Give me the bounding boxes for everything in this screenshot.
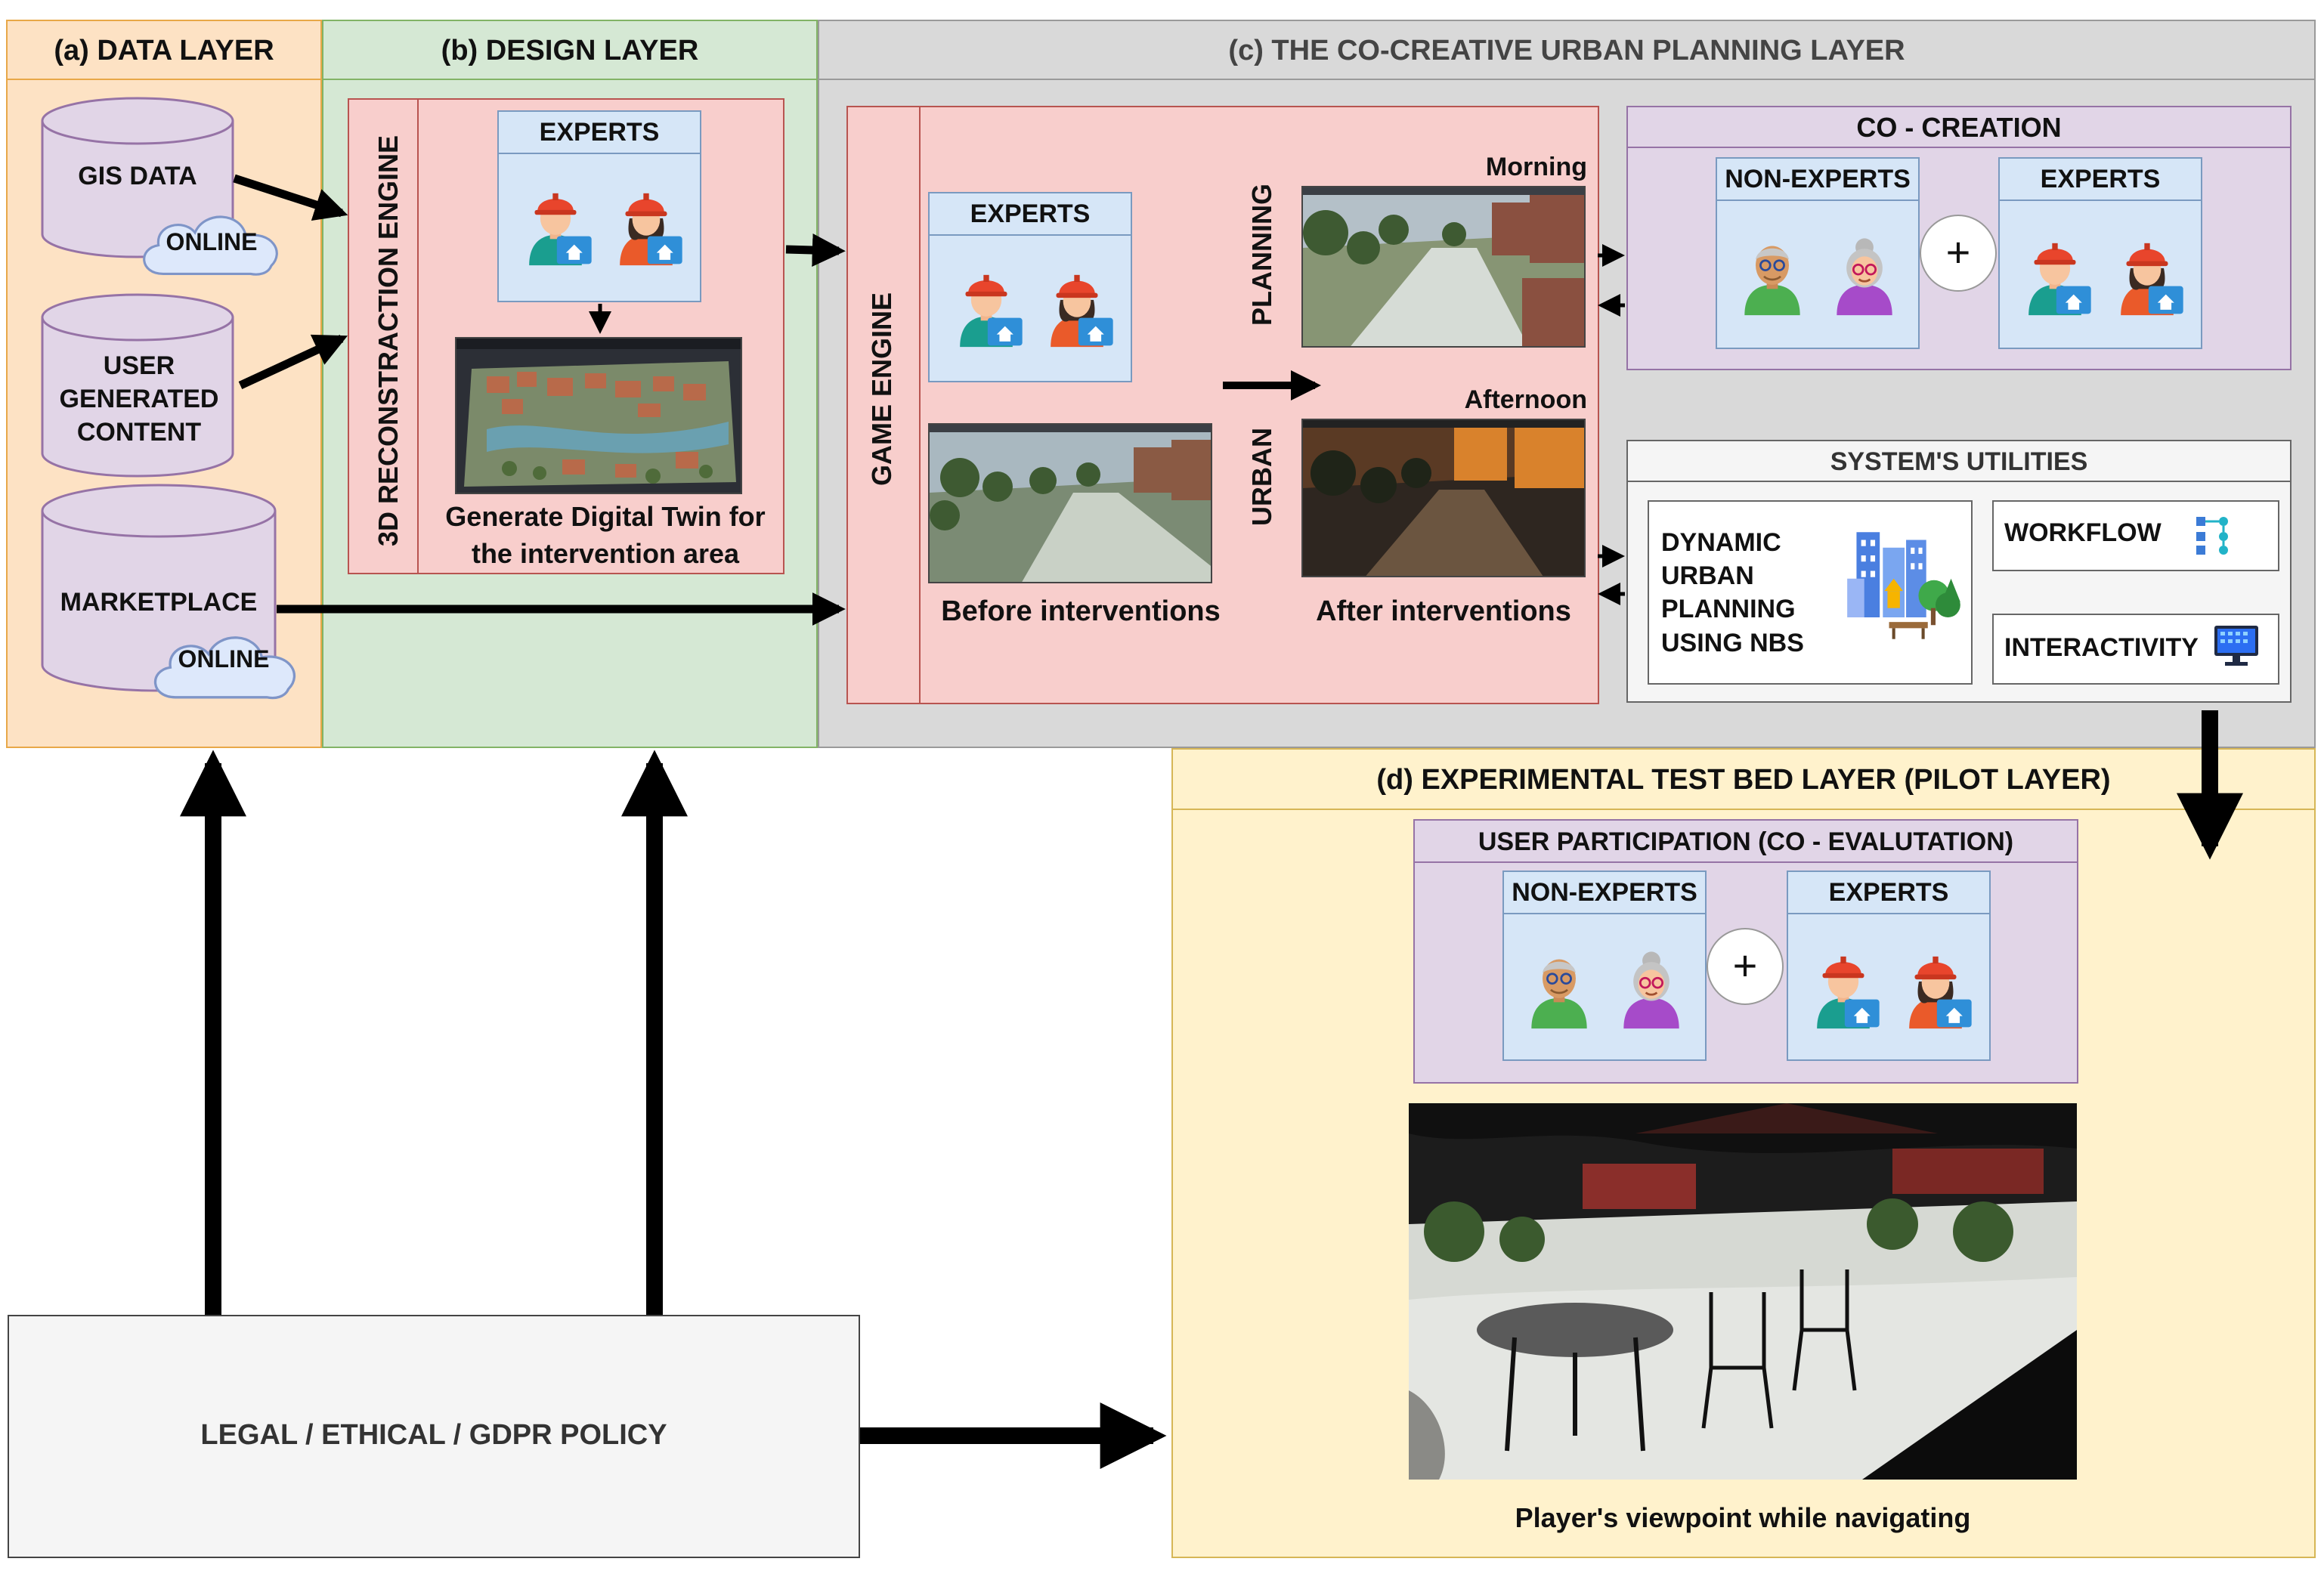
testbed-nonexperts-label: NON-EXPERTS xyxy=(1504,872,1705,914)
worker-icon xyxy=(605,172,688,278)
dynamic-planning-label: DYNAMIC URBAN PLANNING USING NBS xyxy=(1661,528,1804,657)
workflow-icon xyxy=(2196,517,2228,555)
gis-database-icon xyxy=(41,97,234,258)
urban-label: URBAN xyxy=(1246,428,1277,526)
workflow-box: WORKFLOW xyxy=(1992,500,2279,571)
interactivity-label: INTERACTIVITY xyxy=(2004,633,2199,662)
marketplace-label: MARKETPLACE xyxy=(60,588,258,617)
design-experts-box: EXPERTS xyxy=(497,110,701,302)
morning-image xyxy=(1301,186,1586,348)
after-caption: After interventions xyxy=(1316,595,1571,627)
worker-icon xyxy=(2106,222,2189,328)
worker-icon xyxy=(2013,222,2097,328)
before-interventions-image xyxy=(928,423,1212,583)
cocreation-plus-icon: + xyxy=(1920,215,1997,292)
design-layer-title: (b) DESIGN LAYER xyxy=(323,21,816,80)
ugc-label: USER GENERATED CONTENT xyxy=(59,351,219,447)
game-experts-box: EXPERTS xyxy=(928,192,1132,382)
reconstruction-divider xyxy=(417,100,419,573)
worker-icon xyxy=(1035,254,1119,360)
elder-icon xyxy=(1610,935,1693,1041)
planning-label: PLANNING xyxy=(1246,184,1277,326)
cocreation-experts-box: EXPERTS xyxy=(1998,157,2202,349)
game-engine-divider xyxy=(919,107,921,703)
before-caption: Before interventions xyxy=(941,595,1221,627)
testbed-nonexperts-box: NON-EXPERTS xyxy=(1502,870,1707,1061)
worker-icon xyxy=(1894,935,1977,1041)
dynamic-planning-box: DYNAMIC URBAN PLANNING USING NBS xyxy=(1648,500,1973,685)
policy-label: LEGAL / ETHICAL / GDPR POLICY xyxy=(200,1419,667,1451)
monitor-icon xyxy=(2214,626,2258,666)
cocreation-nonexperts-label: NON-EXPERTS xyxy=(1717,159,1918,201)
worker-icon xyxy=(945,254,1028,360)
interactivity-box: INTERACTIVITY xyxy=(1992,614,2279,685)
cocreation-nonexperts-box: NON-EXPERTS xyxy=(1716,157,1920,349)
worker-icon xyxy=(1802,935,1885,1041)
online-tag: ONLINE xyxy=(166,228,258,255)
elder-icon xyxy=(1731,222,1814,328)
afternoon-label: Afternoon xyxy=(1464,385,1587,414)
cocreative-layer-title: (c) THE CO-CREATIVE URBAN PLANNING LAYER xyxy=(819,21,2314,80)
policy-box: LEGAL / ETHICAL / GDPR POLICY xyxy=(8,1315,860,1558)
viewpoint-caption: Player's viewpoint while navigating xyxy=(1515,1502,1971,1533)
afternoon-image xyxy=(1301,419,1586,577)
gis-data-label: GIS DATA xyxy=(78,162,197,190)
data-layer-title: (a) DATA LAYER xyxy=(8,21,320,80)
utilities-title: SYSTEM'S UTILITIES xyxy=(1628,441,2290,482)
design-experts-label: EXPERTS xyxy=(499,112,700,154)
ugc-database-icon xyxy=(41,293,234,478)
game-engine-label: GAME ENGINE xyxy=(866,292,897,487)
digital-twin-caption: Generate Digital Twin for the interventi… xyxy=(445,501,766,569)
testbed-layer-title: (d) EXPERIMENTAL TEST BED LAYER (PILOT L… xyxy=(1173,750,2314,810)
testbed-plus-icon: + xyxy=(1707,928,1784,1005)
cocreation-experts-label: EXPERTS xyxy=(2000,159,2201,201)
elder-icon xyxy=(1823,222,1906,328)
worker-icon xyxy=(514,172,597,278)
testbed-experts-label: EXPERTS xyxy=(1788,872,1989,914)
player-viewpoint-image xyxy=(1409,1103,2077,1480)
online-tag: ONLINE xyxy=(178,645,270,673)
elder-icon xyxy=(1518,935,1601,1041)
workflow-label: WORKFLOW xyxy=(2004,518,2162,547)
testbed-experts-box: EXPERTS xyxy=(1787,870,1991,1061)
cocreation-title: CO - CREATION xyxy=(1628,107,2290,148)
game-experts-label: EXPERTS xyxy=(930,193,1131,236)
digital-twin-image xyxy=(455,337,742,494)
participation-title: USER PARTICIPATION (CO - EVALUTATION) xyxy=(1415,821,2077,863)
city-icon xyxy=(1843,524,1967,648)
morning-label: Morning xyxy=(1485,153,1587,181)
reconstruction-engine-label: 3D RECONSTRACTION ENGINE xyxy=(373,135,404,547)
